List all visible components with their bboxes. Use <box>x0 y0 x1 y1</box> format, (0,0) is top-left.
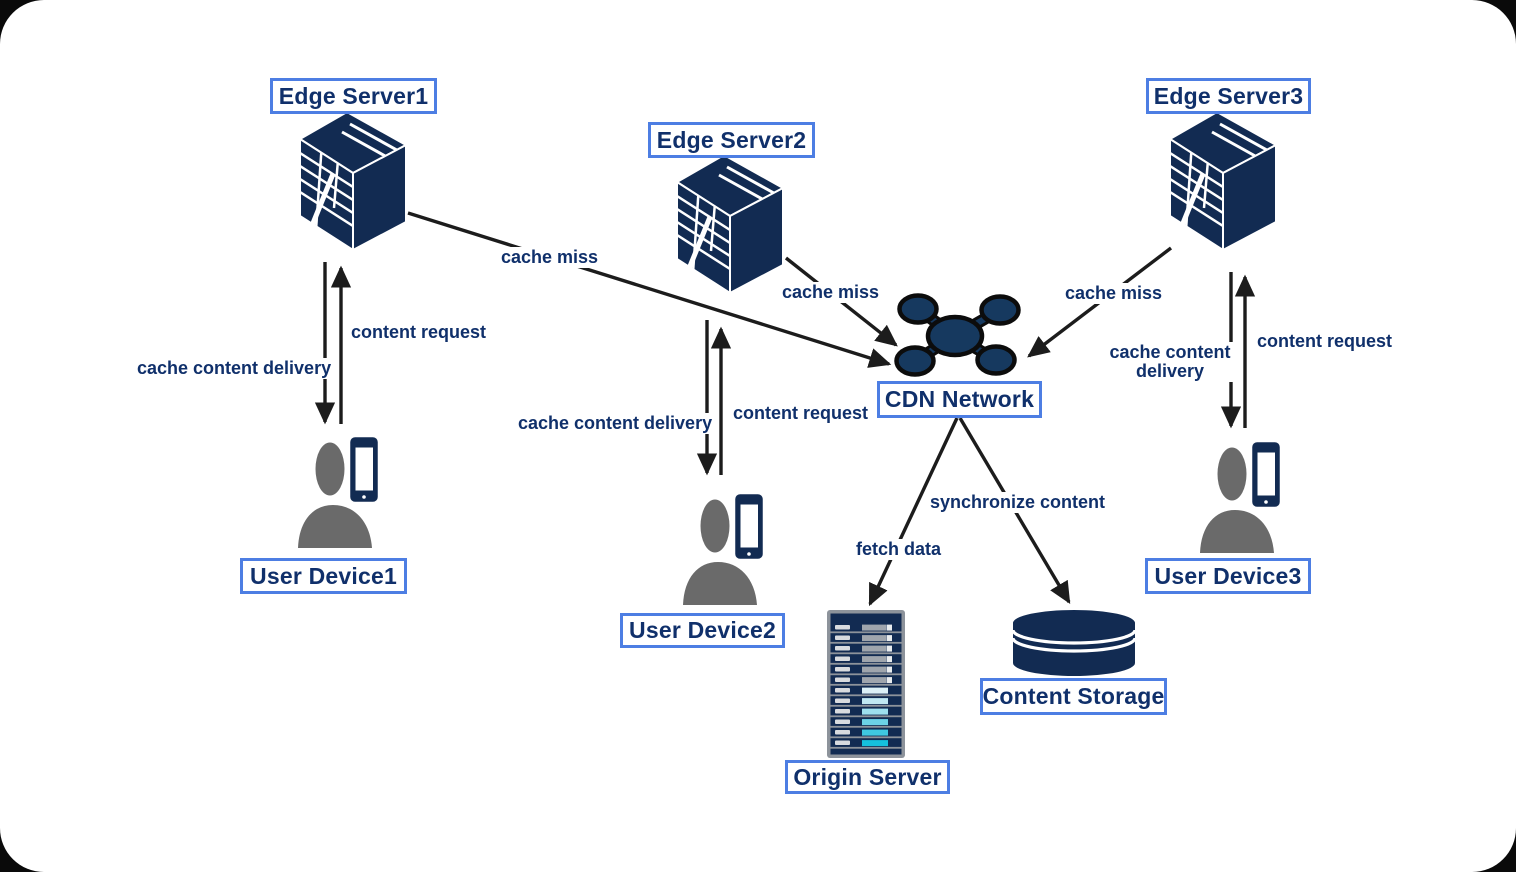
person-phone-icon-user-device2 <box>681 491 766 607</box>
node-label-edge-server1: Edge Server1 <box>270 78 437 114</box>
arrow-layer <box>314 211 1256 607</box>
node-label-cdn-network: CDN Network <box>877 381 1042 418</box>
edge-label-content-request-2: content request <box>729 403 873 424</box>
edge-label-cache-content-delivery-3: cache content delivery <box>1102 342 1238 382</box>
person-phone-icon-user-device1 <box>296 434 381 550</box>
node-label-content-storage: Content Storage <box>980 678 1167 715</box>
arrow-edge-server1-to-cdn <box>407 211 892 368</box>
network-hub-icon <box>894 293 1021 377</box>
server-rack-icon <box>827 610 905 758</box>
node-label-user-device3: User Device3 <box>1145 558 1311 594</box>
edge-label-synchronize-content: synchronize content <box>926 492 1110 513</box>
arrow-cdn-to-origin <box>868 417 959 607</box>
node-label-user-device2: User Device2 <box>620 613 785 648</box>
edge-label-cache-content-delivery-1: cache content delivery <box>133 358 336 379</box>
edge-label-fetch-data: fetch data <box>852 539 946 560</box>
node-label-edge-server2: Edge Server2 <box>648 122 815 158</box>
person-phone-icon-user-device3 <box>1198 439 1283 555</box>
node-label-origin-server: Origin Server <box>785 760 950 794</box>
node-label-user-device1: User Device1 <box>240 558 407 594</box>
node-label-edge-server3: Edge Server3 <box>1146 78 1311 114</box>
edge-label-cache-miss-3: cache miss <box>1061 283 1167 304</box>
edge-label-content-request-3: content request <box>1253 331 1397 352</box>
edge-label-content-request-1: content request <box>347 322 491 343</box>
server-icon-edge-server3 <box>1170 112 1276 250</box>
server-icon-edge-server2 <box>677 155 783 293</box>
edge-label-cache-miss-2: cache miss <box>778 282 884 303</box>
database-cylinder-icon <box>1011 610 1137 676</box>
server-icon-edge-server1 <box>300 112 406 250</box>
edge-label-cache-miss-1: cache miss <box>497 247 603 268</box>
edge-label-cache-content-delivery-2: cache content delivery <box>514 413 717 434</box>
